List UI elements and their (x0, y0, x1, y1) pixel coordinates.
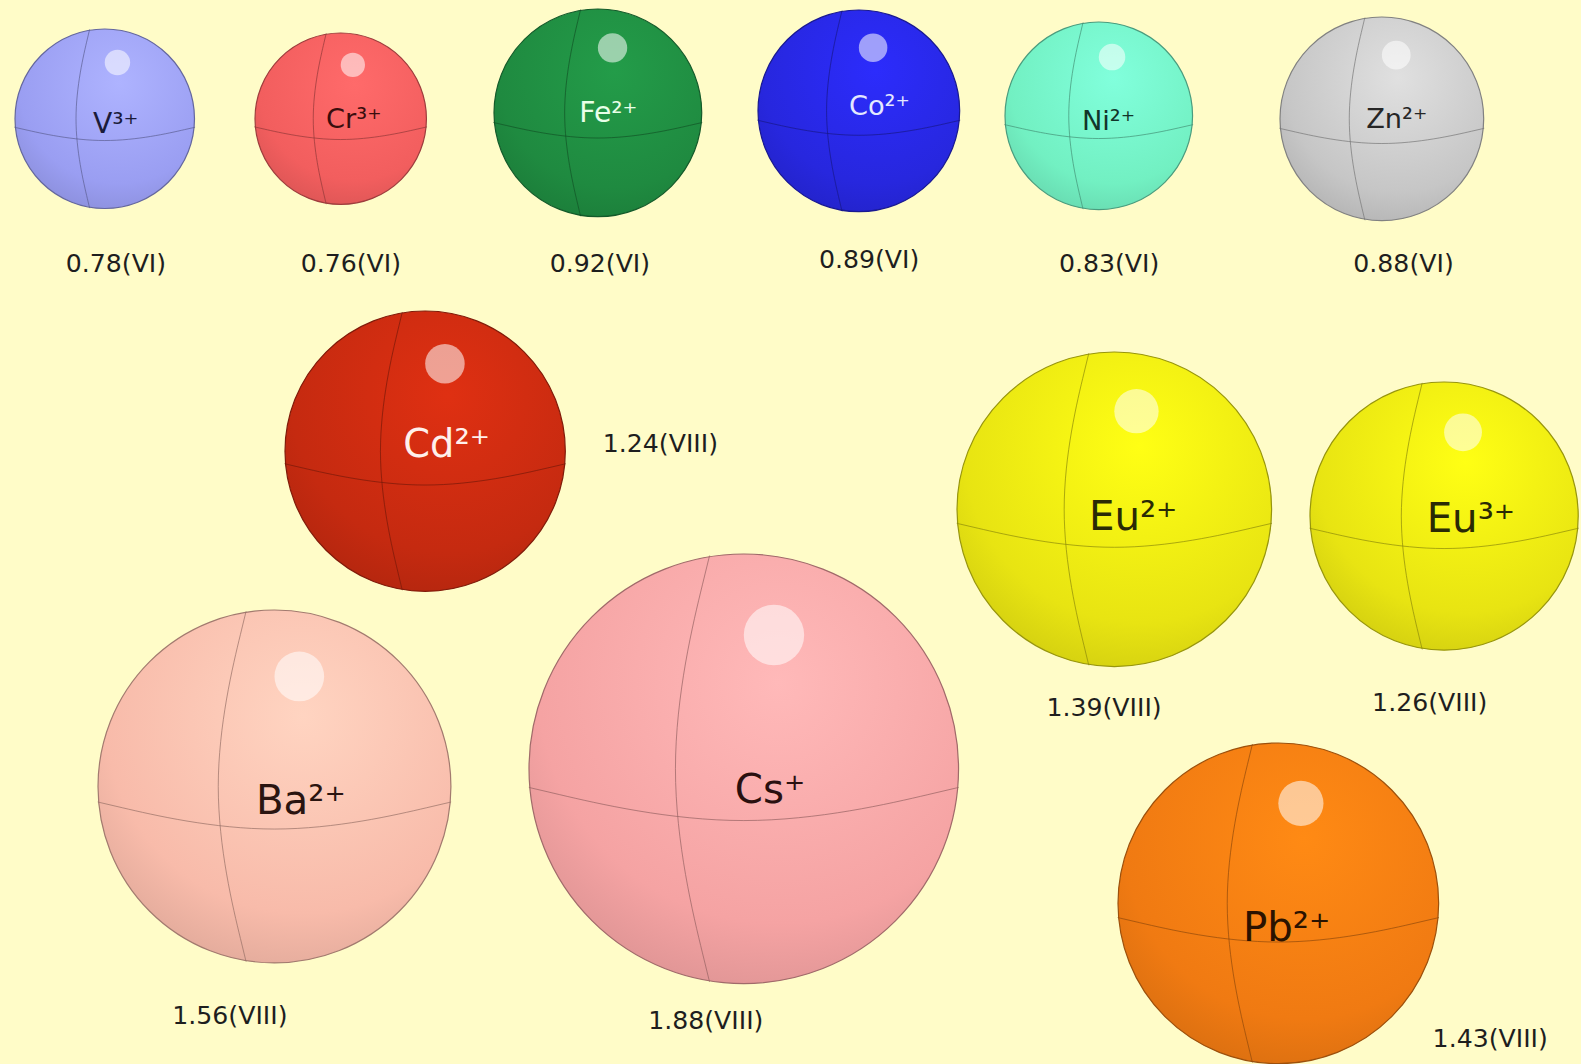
ionic-radius: 0.76(VI) (301, 250, 401, 278)
sphere-highlight (341, 53, 365, 77)
ion-sphere: Ni²⁺0.83(VI) (1004, 21, 1194, 211)
sphere-highlight (1444, 414, 1482, 452)
sphere-body (1280, 17, 1484, 221)
ionic-radius: 1.88(VIII) (648, 1008, 763, 1036)
sphere-meridian (1349, 11, 1366, 227)
ion-sphere: Cs⁺1.88(VIII) (528, 553, 960, 985)
ionic-radius: 0.89(VI) (819, 246, 919, 274)
ion-sphere: Cr³⁺0.76(VI) (254, 32, 427, 205)
ion-symbol: Cr³⁺ (326, 104, 381, 134)
sphere-highlight (1099, 44, 1126, 71)
sphere-drawing (1117, 742, 1440, 1064)
sphere-equator (752, 119, 966, 135)
ion-sphere: Eu²⁺1.39(VIII) (956, 351, 1273, 668)
ion-symbol: Zn²⁺ (1366, 104, 1427, 134)
ion-sphere: Zn²⁺0.88(VI) (1279, 16, 1485, 222)
sphere-meridian (1401, 376, 1424, 656)
sphere-meridian (1064, 346, 1090, 673)
sphere-highlight (1278, 781, 1323, 826)
ion-sphere: Fe²⁺0.92(VI) (493, 8, 703, 218)
sphere-highlight (744, 604, 804, 664)
ion-symbol: Fe²⁺ (579, 97, 637, 128)
sphere-body (758, 10, 960, 212)
ion-sphere: Eu³⁺1.26(VIII) (1309, 381, 1579, 651)
ion-sphere: Pb²⁺1.43(VIII) (1117, 742, 1440, 1064)
ion-sphere: Co²⁺0.89(VI) (757, 9, 961, 213)
sphere-meridian (676, 548, 712, 990)
sphere-highlight (274, 652, 324, 702)
sphere-body (255, 33, 426, 204)
ion-symbol: Ni²⁺ (1082, 106, 1135, 136)
ion-symbol: Eu³⁺ (1427, 497, 1516, 541)
sphere-body (1005, 22, 1193, 210)
sphere-meridian (1227, 737, 1254, 1064)
sphere-body (957, 352, 1272, 667)
ion-sphere: V³⁺0.78(VI) (14, 28, 195, 209)
ion-sphere: Ba²⁺1.56(VIII) (97, 609, 452, 964)
sphere-highlight (425, 343, 465, 383)
sphere-body (494, 9, 702, 217)
ionic-radius: 1.56(VIII) (172, 1002, 287, 1030)
sphere-equator (279, 462, 571, 485)
ionic-radius: 1.43(VIII) (1433, 1025, 1548, 1053)
ion-symbol: Cd²⁺ (403, 423, 490, 465)
sphere-highlight (859, 34, 888, 63)
sphere-meridian (313, 27, 327, 210)
sphere-body (15, 29, 194, 208)
ionic-radius: 1.39(VIII) (1046, 694, 1161, 722)
sphere-highlight (1381, 41, 1410, 70)
sphere-body (1310, 382, 1578, 650)
ion-symbol: V³⁺ (93, 108, 139, 139)
sphere-highlight (105, 50, 130, 75)
ion-symbol: Co²⁺ (849, 91, 910, 121)
ion-sphere: Cd²⁺1.24(VIII) (284, 310, 566, 592)
ionic-radius: 1.26(VIII) (1372, 689, 1487, 717)
ion-symbol: Eu²⁺ (1089, 495, 1178, 539)
ionic-radius: 1.24(VIII) (603, 430, 718, 458)
ionic-radius: 0.88(VI) (1353, 250, 1453, 278)
ion-symbol: Cs⁺ (735, 768, 805, 812)
ion-symbol: Pb²⁺ (1243, 905, 1330, 949)
sphere-meridian (381, 305, 405, 597)
sphere-highlight (1114, 389, 1158, 433)
sphere-body (529, 554, 959, 984)
ion-symbol: Ba²⁺ (256, 778, 346, 822)
ionic-radius: 0.83(VI) (1059, 250, 1159, 278)
sphere-body (1118, 743, 1439, 1064)
sphere-meridian (218, 604, 248, 969)
sphere-body (285, 311, 565, 591)
sphere-highlight (598, 33, 627, 62)
sphere-meridian (827, 4, 844, 218)
sphere-body (98, 610, 451, 963)
ionic-radius: 0.78(VI) (66, 250, 166, 278)
ionic-radius: 0.92(VI) (550, 250, 650, 278)
sphere-meridian (76, 23, 91, 214)
